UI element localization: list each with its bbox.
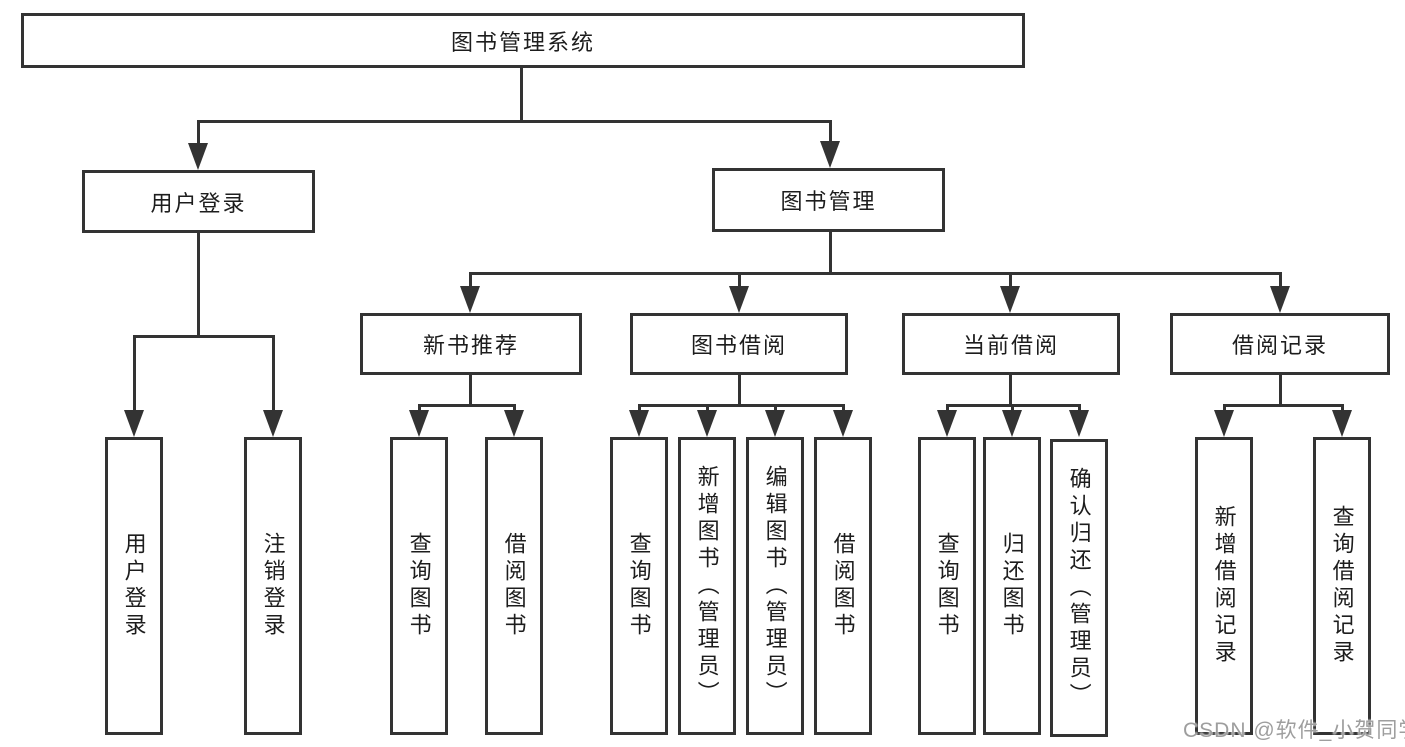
arrowhead-down-icon <box>1332 410 1352 437</box>
arrowhead-down-icon <box>629 410 649 437</box>
arrowhead-down-icon <box>188 143 208 170</box>
leaf-add-borrow-record-label: 新增借阅记录 <box>1211 505 1237 667</box>
connector-shaft-leaf <box>946 404 949 413</box>
leaf-borrow-books-borrowing-label: 借阅图书 <box>830 532 856 640</box>
connector-stem-group4 <box>1279 373 1282 405</box>
leaf-logout-label: 注销登录 <box>260 532 286 640</box>
arrowhead-down-icon <box>1069 410 1089 437</box>
connector-book-management-stem <box>829 230 832 274</box>
leaf-user-login-label: 用户登录 <box>121 532 147 640</box>
node-user-login: 用户登录 <box>82 170 315 233</box>
connector-shaft-level3 <box>469 272 472 288</box>
connector-shaft-leaf <box>1078 404 1081 413</box>
arrowhead-down-icon <box>504 410 524 437</box>
leaf-user-login: 用户登录 <box>105 437 163 735</box>
connector-rail-group2 <box>638 404 845 407</box>
connector-rail-group1 <box>418 404 516 407</box>
connector-shaft-user-login <box>197 120 200 145</box>
leaf-query-books-recommend-label: 查询图书 <box>406 532 432 640</box>
connector-user-login-stem <box>197 231 200 335</box>
connector-shaft-book-management <box>829 120 832 143</box>
node-new-book-recommendation-label: 新书推荐 <box>422 333 519 358</box>
connector-shaft-level3 <box>738 272 741 288</box>
connector-shaft-leaf <box>842 404 845 413</box>
connector-shaft-leaf <box>706 404 709 413</box>
leaf-add-book-admin-label: 新增图书（管理员） <box>694 464 720 708</box>
leaf-logout: 注销登录 <box>244 437 302 735</box>
leaf-query-books-current: 查询图书 <box>918 437 976 735</box>
node-book-borrowing-label: 图书借阅 <box>690 333 787 358</box>
leaf-edit-book-admin: 编辑图书（管理员） <box>746 437 804 735</box>
connector-shaft-leaf <box>1223 404 1226 413</box>
leaf-return-books-label: 归还图书 <box>999 532 1025 640</box>
connector-rail-group4 <box>1223 404 1344 407</box>
node-new-book-recommendation: 新书推荐 <box>360 313 582 375</box>
arrowhead-down-icon <box>460 286 480 313</box>
connector-shaft-leaf <box>1011 404 1014 413</box>
node-book-management-label: 图书管理 <box>780 189 877 214</box>
arrowhead-down-icon <box>765 410 785 437</box>
node-book-management: 图书管理 <box>712 168 945 232</box>
arrowhead-down-icon <box>124 410 144 437</box>
node-user-login-label: 用户登录 <box>150 190 247 216</box>
leaf-add-book-admin: 新增图书（管理员） <box>678 437 736 735</box>
arrowhead-down-icon <box>729 286 749 313</box>
leaf-query-books-current-label: 查询图书 <box>934 532 960 640</box>
connector-root-rail <box>197 120 831 123</box>
arrowhead-down-icon <box>1000 286 1020 313</box>
leaf-borrow-books-recommend-label: 借阅图书 <box>501 532 527 640</box>
node-current-borrowing: 当前借阅 <box>902 313 1120 375</box>
leaf-confirm-return-admin: 确认归还（管理员） <box>1050 439 1108 737</box>
arrowhead-down-icon <box>1002 410 1022 437</box>
leaf-add-borrow-record: 新增借阅记录 <box>1195 437 1253 735</box>
leaf-return-books: 归还图书 <box>983 437 1041 735</box>
connector-shaft-leaf <box>133 335 136 412</box>
leaf-confirm-return-admin-label: 确认归还（管理员） <box>1066 466 1092 710</box>
connector-shaft-leaf <box>418 404 421 413</box>
connector-shaft-leaf <box>513 404 516 413</box>
connector-stem-group1 <box>469 373 472 405</box>
arrowhead-down-icon <box>409 410 429 437</box>
arrowhead-down-icon <box>1270 286 1290 313</box>
connector-book-management-rail <box>469 272 1281 275</box>
node-borrowing-records-label: 借阅记录 <box>1231 333 1328 358</box>
leaf-query-books-borrowing: 查询图书 <box>610 437 668 735</box>
connector-root-stem <box>520 68 523 120</box>
arrowhead-down-icon <box>1214 410 1234 437</box>
connector-stem-group3 <box>1009 373 1012 405</box>
node-book-borrowing: 图书借阅 <box>630 313 848 375</box>
connector-shaft-level3 <box>1009 272 1012 288</box>
arrowhead-down-icon <box>820 141 840 168</box>
leaf-edit-book-admin-label: 编辑图书（管理员） <box>762 464 788 708</box>
connector-shaft-leaf <box>638 404 641 413</box>
leaf-query-books-borrowing-label: 查询图书 <box>626 532 652 640</box>
arrowhead-down-icon <box>937 410 957 437</box>
csdn-watermark: CSDN @软件_小贺同学 <box>1183 719 1405 742</box>
connector-stem-group2 <box>738 373 741 405</box>
connector-shaft-level3 <box>1279 272 1282 288</box>
connector-shaft-leaf <box>272 335 275 412</box>
node-library-system-label: 图书管理系统 <box>450 29 595 55</box>
leaf-borrow-books-borrowing: 借阅图书 <box>814 437 872 735</box>
connector-shaft-leaf <box>1341 404 1344 413</box>
leaf-borrow-books-recommend: 借阅图书 <box>485 437 543 735</box>
arrowhead-down-icon <box>833 410 853 437</box>
connector-shaft-leaf <box>774 404 777 413</box>
node-borrowing-records: 借阅记录 <box>1170 313 1390 375</box>
leaf-query-borrow-record-label: 查询借阅记录 <box>1329 505 1355 667</box>
leaf-query-books-recommend: 查询图书 <box>390 437 448 735</box>
node-current-borrowing-label: 当前借阅 <box>962 333 1059 358</box>
leaf-query-borrow-record: 查询借阅记录 <box>1313 437 1371 735</box>
arrowhead-down-icon <box>697 410 717 437</box>
node-library-system: 图书管理系统 <box>21 13 1025 68</box>
arrowhead-down-icon <box>263 410 283 437</box>
connector-user-login-rail <box>133 335 275 338</box>
